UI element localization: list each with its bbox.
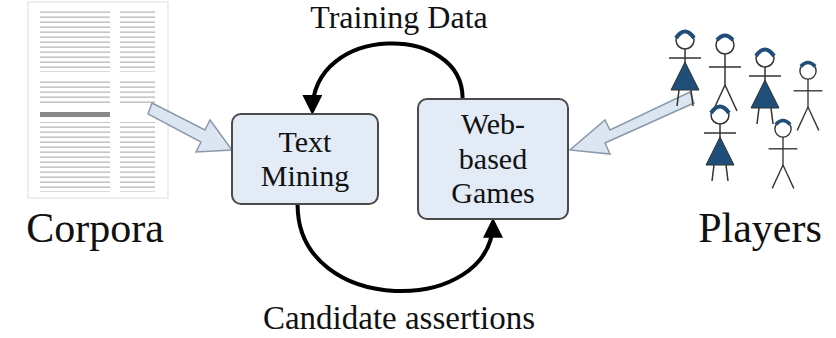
- players-figures: [669, 31, 822, 188]
- input-arrow: [148, 103, 232, 152]
- document-thumbnail: [28, 2, 168, 198]
- process-box: Text Mining: [231, 113, 379, 205]
- input-arrow: [570, 92, 694, 154]
- side-label: Players: [698, 205, 822, 251]
- box-label: Text Mining: [241, 125, 369, 194]
- edge-label: Candidate assertions: [263, 300, 535, 336]
- box-label: Web-based Games: [427, 107, 559, 211]
- process-box: Web-based Games: [417, 98, 569, 220]
- side-label: Corpora: [26, 205, 164, 251]
- edge-label: Training Data: [310, 0, 487, 35]
